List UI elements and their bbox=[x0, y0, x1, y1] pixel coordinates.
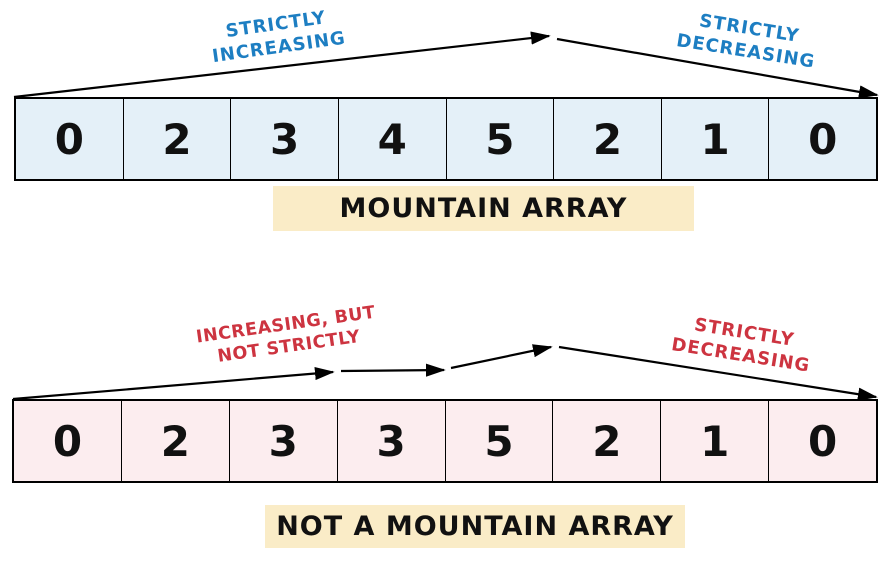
strictly-decreasing-label: STRICTLY DECREASING bbox=[675, 10, 817, 73]
bottom-peak-arrow bbox=[450, 344, 553, 370]
array-cell: 3 bbox=[230, 401, 338, 481]
array-cell: 1 bbox=[661, 401, 770, 481]
array-cell: 4 bbox=[339, 99, 447, 179]
array-cell: 3 bbox=[338, 401, 446, 481]
increasing-not-strictly-label: INCREASING, BUT NOT STRICTLY bbox=[194, 302, 377, 367]
array-cell: 0 bbox=[808, 114, 838, 164]
array-cell: 2 bbox=[554, 99, 662, 179]
not-mountain-array: 0 2 3 3 5 2 1 0 bbox=[12, 399, 878, 483]
array-cell: 5 bbox=[447, 99, 555, 179]
array-cell: 1 bbox=[662, 99, 770, 179]
not-mountain-array-caption: NOT A MOUNTAIN ARRAY bbox=[265, 505, 685, 548]
array-cell: 0 bbox=[807, 416, 838, 466]
array-cell: 0 bbox=[14, 401, 122, 481]
bottom-flat-arrow bbox=[340, 363, 446, 377]
array-cell: 0 bbox=[16, 99, 124, 179]
array-cell: 5 bbox=[446, 401, 554, 481]
bottom-increasing-arrow bbox=[12, 366, 335, 401]
strictly-increasing-label: STRICTLY INCREASING bbox=[210, 7, 348, 67]
array-cell: 2 bbox=[124, 99, 232, 179]
strictly-decreasing-label: STRICTLY DECREASING bbox=[670, 314, 812, 377]
array-cell: 2 bbox=[553, 401, 662, 481]
mountain-array: 0 2 3 4 5 2 1 0 bbox=[14, 97, 878, 181]
array-cell: 3 bbox=[231, 99, 339, 179]
mountain-array-caption: MOUNTAIN ARRAY bbox=[273, 186, 694, 231]
array-cell: 2 bbox=[122, 401, 230, 481]
